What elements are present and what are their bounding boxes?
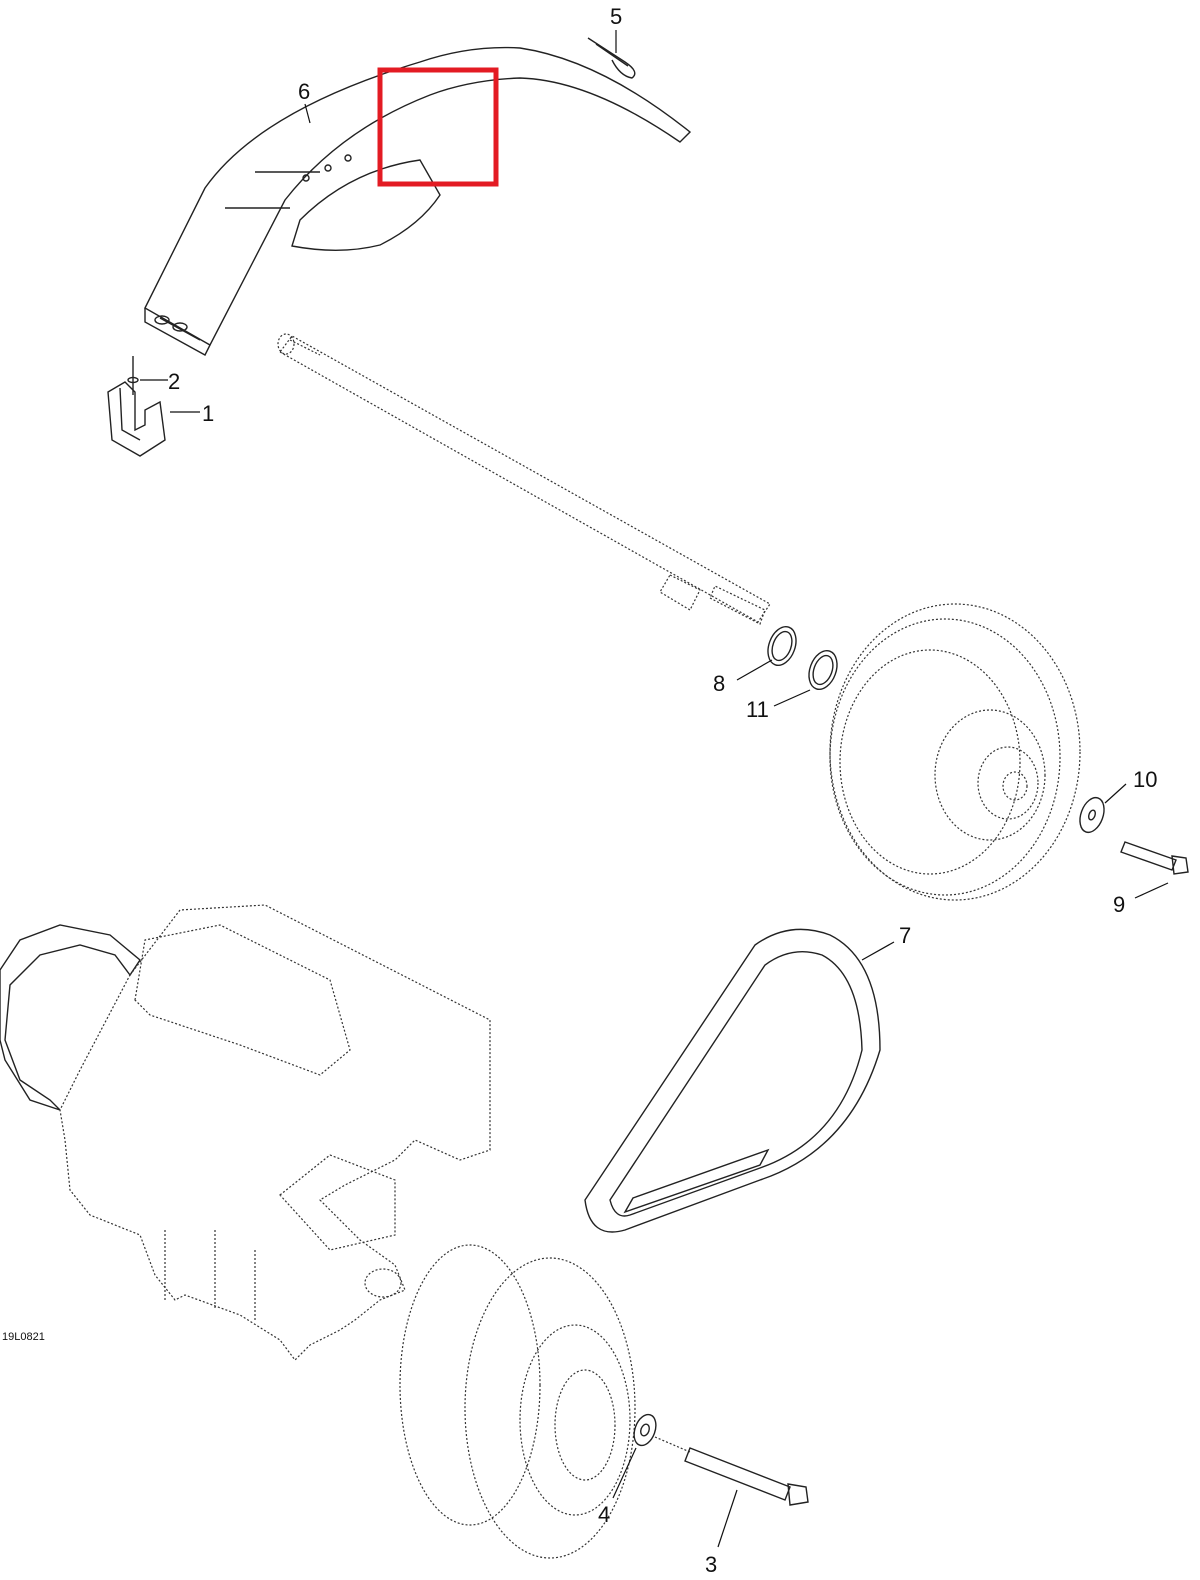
bolt-3-part [654,1436,809,1506]
figure-id: 19L0821 [2,1331,45,1343]
callout-7: 7 [899,923,911,948]
callout-8: 8 [713,671,725,696]
callout-4: 4 [598,1502,610,1527]
drive-pulley-part [399,1244,636,1559]
leader-10 [1104,783,1127,804]
engine-part [0,904,491,1361]
ring-washer-11-part [808,649,838,691]
leader-6 [304,103,311,124]
driveshaft-part [277,333,771,625]
drive-belt-part [584,928,881,1233]
belt-guard-part [144,46,692,356]
bolt-9-part [1120,841,1189,875]
driven-pulley-part [829,603,1081,901]
callout-11: 11 [746,697,769,722]
ring-washer-8-part [767,625,797,667]
leader-lines [140,30,1169,1548]
leader-8 [736,659,773,681]
leader-11 [773,689,811,707]
washer-4-part [633,1413,657,1447]
callout-2: 2 [168,369,180,394]
washer-10-part [1079,796,1105,834]
bracket-part [107,381,166,457]
leader-7 [861,941,895,961]
callout-1: 1 [202,401,214,426]
callout-labels: 1 2 3 4 5 6 7 8 9 10 11 [168,4,1157,1577]
leader-3 [717,1489,738,1548]
callout-3: 3 [705,1552,717,1577]
leader-4 [612,1447,637,1499]
hairpin-clip-part [587,37,636,79]
leader-9 [1134,882,1169,899]
callout-6: 6 [298,79,310,104]
pin-part [127,356,139,395]
highlight-box [377,67,499,187]
callout-10: 10 [1133,767,1157,792]
callout-5: 5 [610,4,622,29]
callout-9: 9 [1113,892,1125,917]
